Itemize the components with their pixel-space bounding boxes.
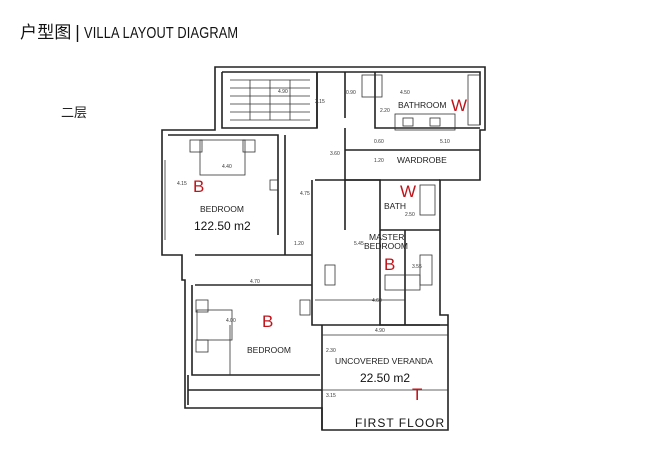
bathroom-mark: W [451, 96, 467, 115]
dim: 5.45 [354, 241, 364, 247]
title-separator: | [74, 23, 81, 43]
veranda-label: UNCOVERED VERANDA [335, 356, 433, 366]
dim: 2.20 [380, 108, 390, 114]
dim: 5.10 [440, 139, 450, 145]
dim: 1.20 [294, 241, 304, 247]
dim: 3.55 [412, 264, 422, 270]
page-title: 户型图|VILLA LAYOUT DIAGRAM [20, 18, 276, 43]
veranda-area: 22.50 m2 [360, 371, 410, 385]
dim: 3.60 [330, 151, 340, 157]
dim: 0.90 [346, 90, 356, 96]
dim: 4.90 [375, 328, 385, 334]
title-cn: 户型图 [20, 23, 72, 43]
dim: 4.60 [372, 298, 382, 304]
master-label-1: MASTER [369, 232, 404, 242]
dim: 3.15 [326, 393, 336, 399]
dim: 1.20 [374, 158, 384, 164]
dim: 4.70 [250, 279, 260, 285]
dimension-labels: 4.90 2.15 0.90 4.50 2.20 5.10 0.60 1.20 … [177, 89, 450, 399]
bath-label: BATH [384, 201, 406, 211]
dim: 2.15 [315, 99, 325, 105]
floor-caption: FIRST FLOOR [355, 416, 445, 430]
dim: 4.50 [400, 90, 410, 96]
dim: 4.15 [177, 181, 187, 187]
master-mark: B [384, 255, 395, 274]
dim: 4.00 [226, 318, 236, 324]
bedroom1-label: BEDROOM [200, 204, 244, 214]
walls [161, 66, 486, 431]
dim: 4.90 [278, 89, 288, 95]
dim: 0.60 [374, 139, 384, 145]
bath-mark: W [400, 182, 416, 201]
floor-label: 二层 [61, 106, 88, 121]
bedroom1-mark: B [193, 177, 204, 196]
dim: 2.50 [405, 212, 415, 218]
bathroom-label: BATHROOM [398, 100, 446, 110]
wardrobe-label: WARDROBE [397, 155, 447, 165]
dim: 2.30 [326, 348, 336, 354]
dim: 4.40 [222, 164, 232, 170]
room-labels: BATHROOM W WARDROBE BATH W BEDROOM 122.5… [193, 96, 467, 430]
dim: 4.75 [300, 191, 310, 197]
bedroom2-label: BEDROOM [247, 345, 291, 355]
master-label-2: BEDROOM [364, 241, 408, 251]
bedroom1-area: 122.50 m2 [194, 219, 251, 233]
fixtures [164, 74, 481, 391]
title-en: VILLA LAYOUT DIAGRAM [83, 25, 238, 42]
veranda-mark: T [412, 385, 422, 404]
bedroom2-mark: B [262, 312, 273, 331]
